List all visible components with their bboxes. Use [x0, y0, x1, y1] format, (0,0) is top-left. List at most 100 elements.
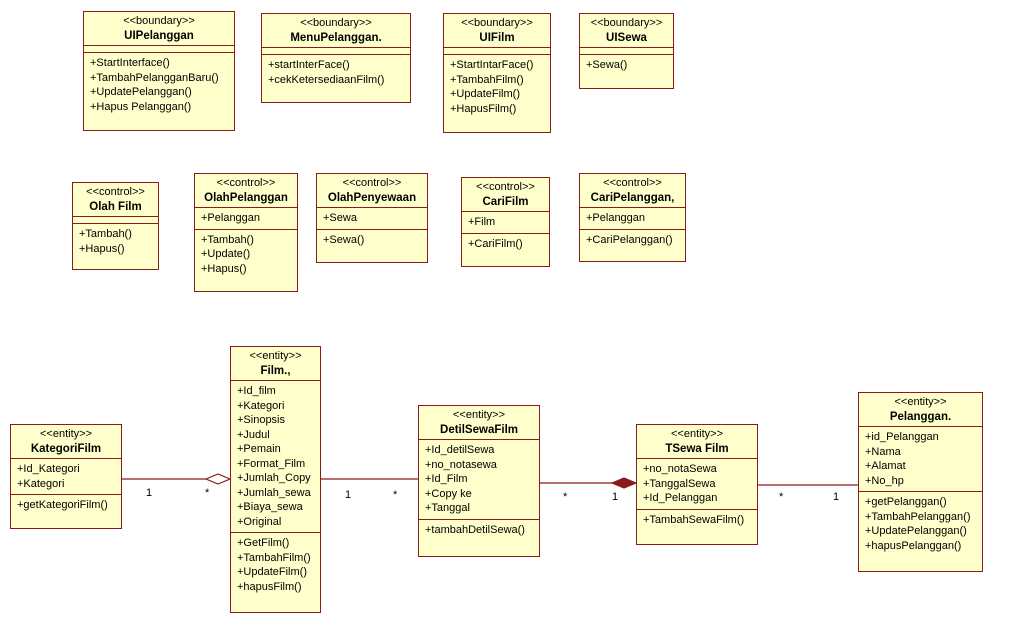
attribute-item: +Sewa [323, 212, 357, 224]
aggregation-diamond [204, 473, 232, 485]
class-name: OlahPenyewaan [327, 191, 417, 204]
operations-compartment: +Sewa() [580, 55, 673, 76]
class-header: <<control>>OlahPelanggan [195, 174, 297, 208]
operation-item: +TambahFilm() [450, 73, 524, 86]
stereotype-label: <<control>> [342, 177, 402, 189]
attribute-item: +Pemain [237, 443, 281, 455]
class-header: <<control>> CariPelanggan, [580, 174, 685, 208]
class-header: <<entity>>Pelanggan. [859, 393, 982, 427]
class-header: <<control>>CariFilm [462, 178, 549, 212]
attributes-compartment: +Pelanggan [580, 208, 685, 230]
operations-compartment: +CariFilm() [462, 234, 549, 255]
class-name: UIFilm [479, 31, 515, 44]
stereotype-label: <<entity>> [453, 409, 505, 421]
class-name: UISewa [606, 31, 647, 44]
attributes-compartment: +id_Pelanggan+Nama+Alamat+No_hp [859, 427, 982, 492]
class-olah-film[interactable]: <<control>>Olah Film+Tambah()+Hapus() [72, 182, 159, 270]
class-uifilm[interactable]: <<boundary>>UIFilm +StartIntarFace() +Tamb… [443, 13, 551, 133]
operation-item: +getPelanggan() [865, 496, 947, 508]
operation-item: +StartIntarFace() [450, 59, 534, 71]
class-menupelanggan[interactable]: <<boundary>>MenuPelanggan. +startInterFac… [261, 13, 411, 103]
operation-item: +Hapus() [201, 262, 247, 275]
operation-item: +UpdatePelanggan() [865, 525, 967, 537]
operation-item: +TambahPelanggan() [865, 510, 971, 523]
class-name: Olah Film [89, 200, 142, 213]
class-name: CariFilm [482, 195, 529, 208]
operation-item: +CariFilm() [468, 237, 523, 250]
operation-item: +UpdateFilm() [450, 88, 520, 100]
attribute-item: +no_notaSewa [643, 463, 717, 475]
class-header: <<boundary>>UIFilm [444, 14, 550, 48]
stereotype-label: <<boundary>> [123, 15, 195, 27]
attribute-item: +Jumlah_Copy [237, 472, 311, 484]
class-pelanggan[interactable]: <<entity>>Pelanggan.+id_Pelanggan+Nama+A… [858, 392, 983, 572]
attribute-item: +no_notasewa [425, 458, 497, 471]
attribute-item: +Kategori [237, 399, 285, 412]
class-header: <<control>> OlahPenyewaan [317, 174, 427, 208]
attributes-compartment: +Id_film+Kategori+Sinopsis+Judul+Pemain+… [231, 381, 320, 533]
operation-item: +startInterFace() [268, 59, 350, 71]
attributes-compartment: +Film [462, 212, 549, 234]
attribute-item: +Jumlah_sewa [237, 486, 311, 499]
multiplicity-label: * [393, 489, 398, 501]
attribute-item: +Pelanggan [201, 212, 261, 224]
class-uisewa[interactable]: <<boundary>> UISewa +Sewa() [579, 13, 674, 89]
attributes-compartment [580, 48, 673, 55]
attributes-compartment [444, 48, 550, 55]
class-name: Film., [260, 364, 291, 377]
operation-item: +hapusFilm() [237, 580, 302, 593]
stereotype-label: <<control>> [86, 186, 145, 198]
attribute-item: +Nama [865, 445, 901, 458]
stereotype-label: <<control>> [603, 177, 662, 189]
operations-compartment: +Tambah()+Update()+Hapus() [195, 230, 297, 280]
stereotype-label: <<control>> [216, 177, 276, 189]
operations-compartment: +Sewa() [317, 230, 427, 251]
stereotype-label: <<entity>> [894, 396, 947, 408]
attribute-item: +Id_Kategori [17, 463, 80, 475]
operation-item: +UpdateFilm() [237, 566, 307, 578]
attributes-compartment: +Id_detilSewa +no_notasewa +Id_Film +Copy k… [419, 440, 539, 520]
attribute-item: +Judul [237, 428, 270, 441]
attribute-item: +Copy ke [425, 487, 472, 500]
class-header: <<boundary>> UISewa [580, 14, 673, 48]
class-name: MenuPelanggan. [290, 31, 382, 44]
operations-compartment: +tambahDetilSewa() [419, 520, 539, 541]
class-header: <<boundary>>MenuPelanggan. [262, 14, 410, 48]
class-caripelanggan[interactable]: <<control>> CariPelanggan, +Pelanggan +Cari… [579, 173, 686, 262]
stereotype-label: <<boundary>> [590, 17, 663, 29]
attribute-item: +Format_Film [237, 457, 306, 470]
operation-item: +Tambah() [201, 233, 254, 246]
class-tsewafilm[interactable]: <<entity>>TSewa Film+no_notaSewa+Tanggal… [636, 424, 758, 545]
attributes-compartment: +Sewa [317, 208, 427, 230]
composition-diamond [610, 477, 638, 489]
class-header: <<entity>>TSewa Film [637, 425, 757, 459]
operation-item: +UpdatePelanggan() [90, 86, 192, 98]
class-name: TSewa Film [665, 442, 729, 455]
attribute-item: +Tanggal [425, 502, 470, 514]
class-name: DetilSewaFilm [440, 423, 518, 436]
class-detilsewafilm[interactable]: <<entity>> DetilSewaFilm +Id_detilSewa +no_… [418, 405, 540, 557]
operation-item: +CariPelanggan() [586, 233, 673, 246]
attribute-item: +Sinopsis [237, 414, 286, 426]
multiplicity-label: 1 [833, 491, 839, 503]
class-olahpenyewaan[interactable]: <<control>> OlahPenyewaan +Sewa +Sewa() [316, 173, 428, 263]
attribute-item: +Original [237, 515, 282, 528]
operation-item: +GetFilm() [237, 537, 290, 549]
class-header: <<control>> Olah Film [73, 183, 158, 217]
class-kategorifilm[interactable]: <<entity>>KategoriFilm+Id_Kategori+Kateg… [10, 424, 122, 529]
operations-compartment: +getPelanggan() +TambahPelanggan() +Update… [859, 492, 982, 556]
attributes-compartment [73, 217, 158, 224]
attribute-item: +No_hp [865, 474, 904, 487]
attribute-item: +Id_detilSewa [425, 444, 495, 456]
attribute-item: +Id_Film [425, 473, 468, 485]
operations-compartment: +StartInterface()+TambahPelangganBaru()+… [84, 53, 234, 117]
attribute-item: +id_Pelanggan [865, 431, 939, 443]
class-uipelanggan[interactable]: <<boundary>>UIPelanggan+StartInterface()… [83, 11, 235, 131]
class-carifilm[interactable]: <<control>>CariFilm+Film +CariFilm() [461, 177, 550, 267]
class-olahpelanggan[interactable]: <<control>>OlahPelanggan +Pelanggan +Tamba… [194, 173, 298, 292]
class-name: CariPelanggan, [590, 191, 675, 204]
attribute-item: +Pelanggan [586, 212, 646, 224]
class-header: <<entity>> DetilSewaFilm [419, 406, 539, 440]
class-film[interactable]: <<entity>>Film.,+Id_film+Kategori+Sinops… [230, 346, 321, 613]
